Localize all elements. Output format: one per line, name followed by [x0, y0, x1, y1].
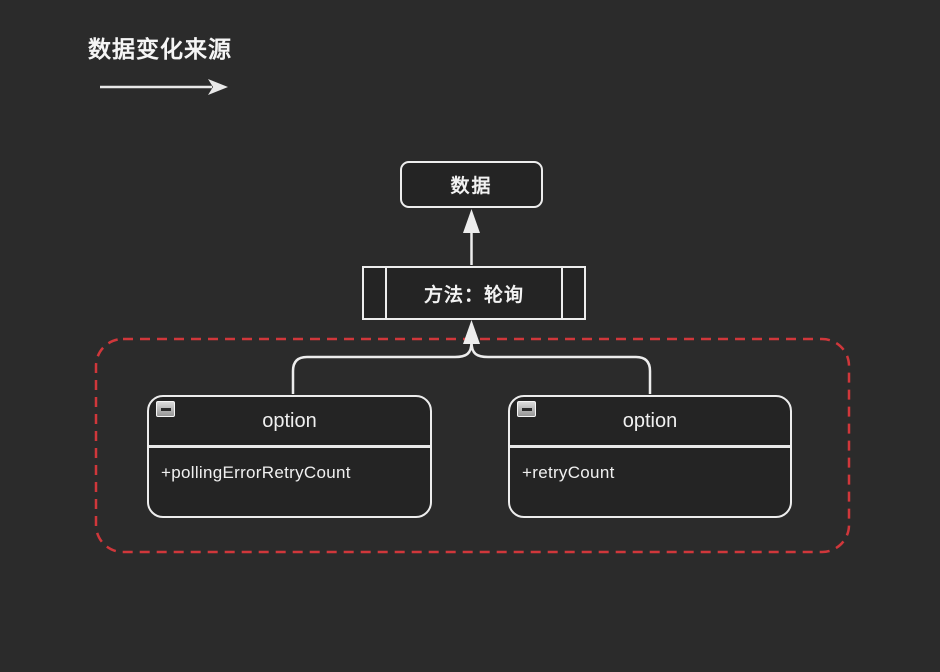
option-left-title: option [262, 409, 317, 432]
option-right-field[interactable]: +retryCount [522, 463, 615, 482]
connector-method-to-data[interactable] [463, 209, 480, 265]
connector-options-to-method[interactable] [291, 320, 652, 394]
diagram-heading[interactable]: 数据变化来源 [88, 36, 232, 62]
collapse-icon[interactable] [156, 401, 175, 417]
option-node-right[interactable]: option +retryCount [508, 395, 792, 518]
collapse-icon[interactable] [517, 401, 536, 417]
process-bar-left [385, 268, 387, 318]
heading-arrow[interactable] [100, 79, 228, 95]
option-left-field[interactable]: +pollingErrorRetryCount [161, 463, 351, 482]
method-node[interactable]: 方法：轮询 [362, 266, 586, 320]
option-left-body: +pollingErrorRetryCount [149, 448, 430, 484]
option-right-body: +retryCount [510, 448, 790, 484]
option-right-title: option [622, 409, 678, 432]
process-bar-right [561, 268, 563, 318]
option-node-left[interactable]: option +pollingErrorRetryCount [147, 395, 432, 518]
option-right-titlebar: option [510, 397, 790, 448]
option-left-titlebar: option [149, 397, 430, 448]
data-node-label: 数据 [450, 176, 493, 197]
method-node-label: 方法：轮询 [423, 284, 524, 306]
data-node[interactable]: 数据 [400, 161, 543, 208]
